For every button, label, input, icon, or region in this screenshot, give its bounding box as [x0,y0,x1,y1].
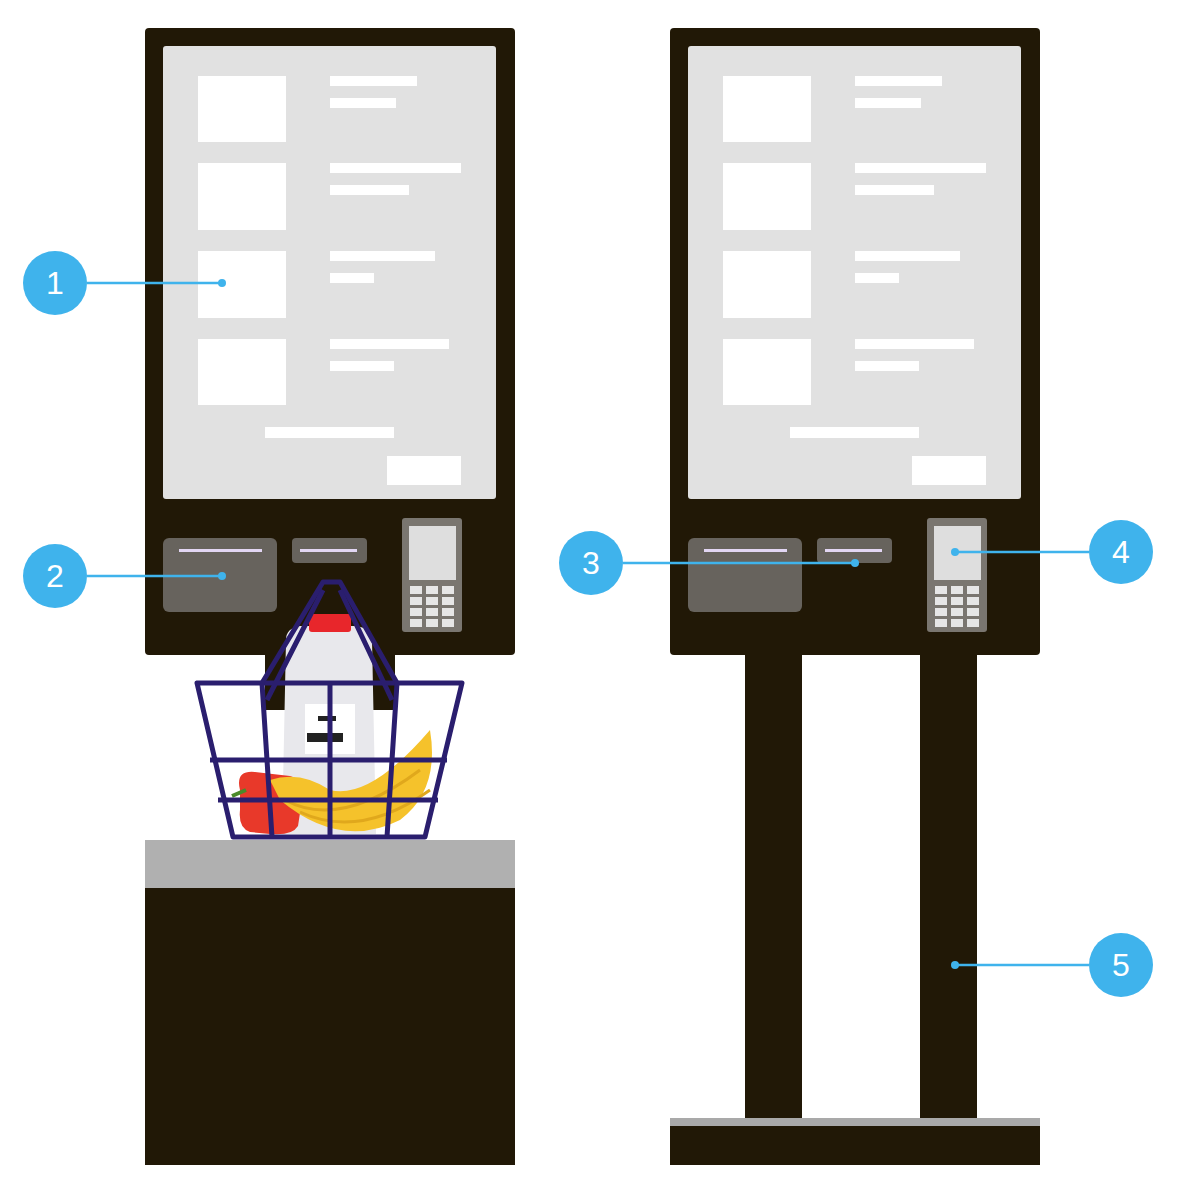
leader-lines [87,279,1089,969]
callout-number: 2 [46,558,64,595]
callout-circle: 2 [23,544,87,608]
callout-circle: 5 [1089,933,1153,997]
callout-number: 1 [46,265,64,302]
callout-circle: 3 [559,531,623,595]
callout-number: 4 [1112,534,1130,571]
callout-circle: 1 [23,251,87,315]
callout-number: 5 [1112,947,1130,984]
basket [197,582,462,837]
callout-circle: 4 [1089,520,1153,584]
callout-number: 3 [582,545,600,582]
